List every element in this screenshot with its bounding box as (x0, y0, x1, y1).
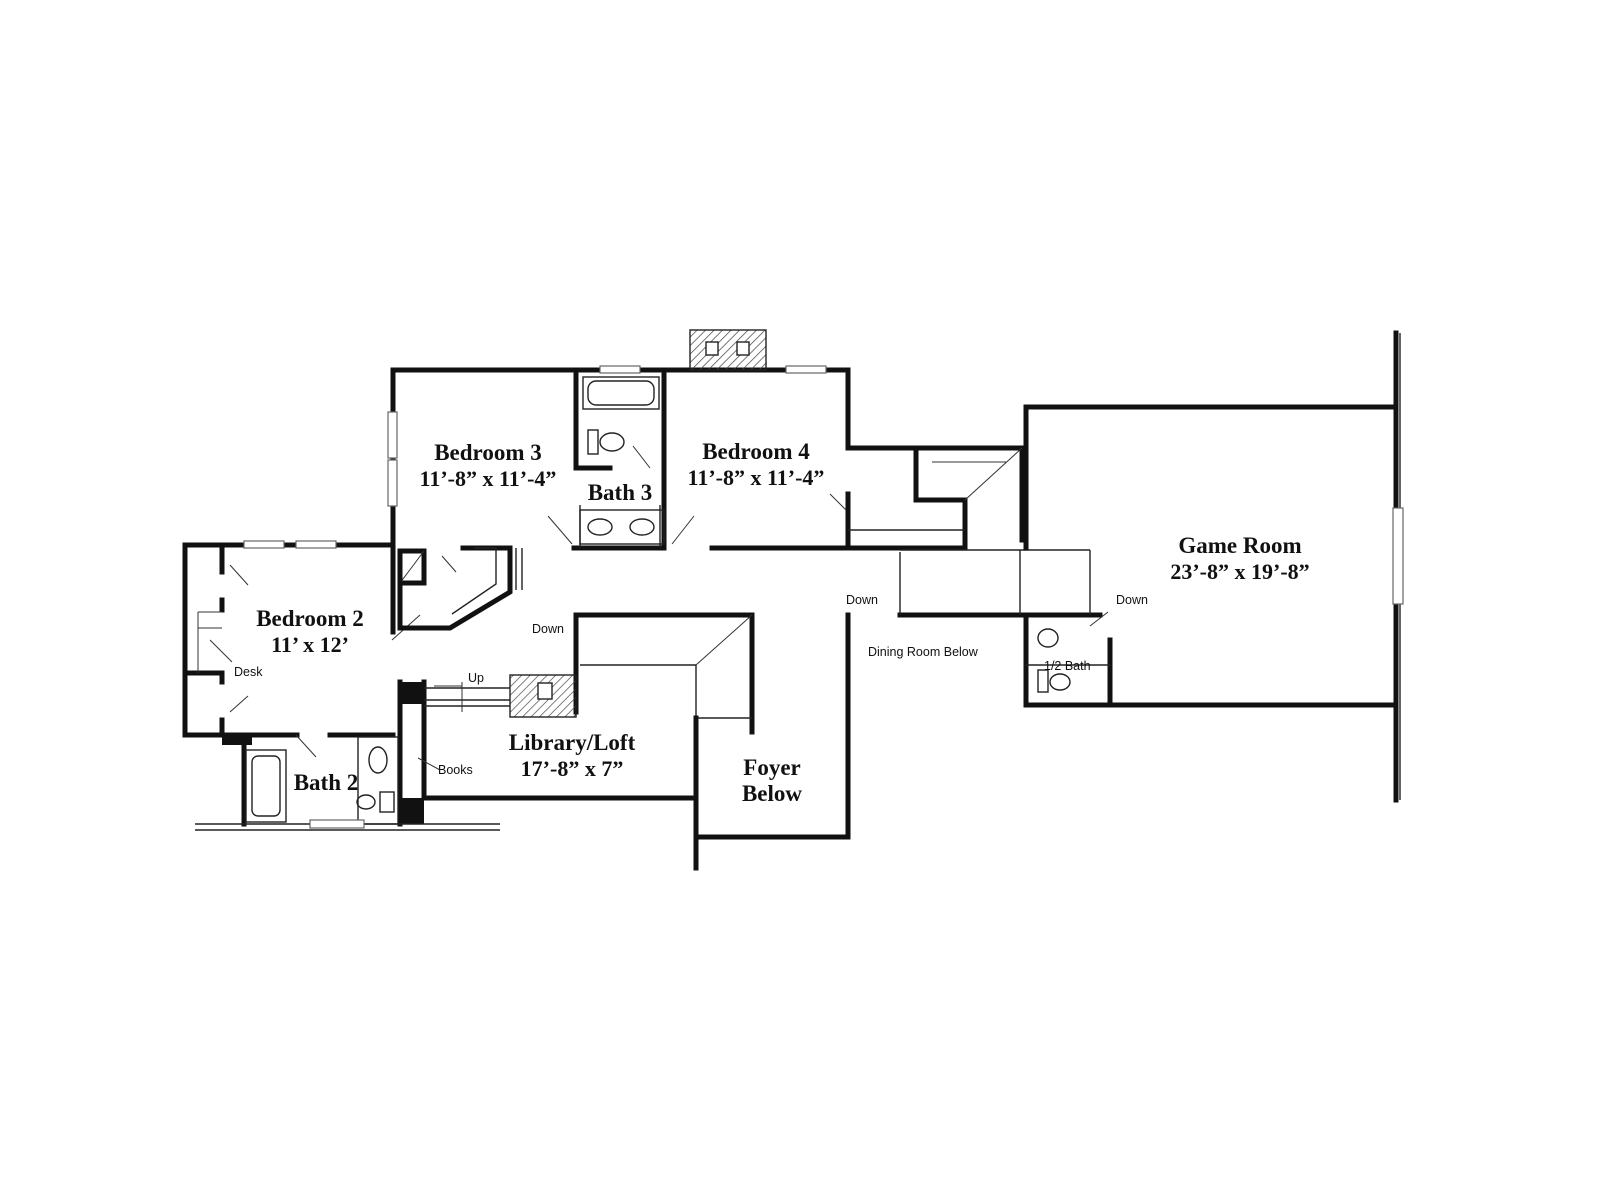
desk-note: Desk (234, 665, 263, 679)
bath-3-name: Bath 3 (588, 480, 653, 505)
bath-2-name: Bath 2 (294, 770, 359, 795)
game-room-dims: 23’-8” x 19’-8” (1170, 559, 1309, 584)
center-stair (573, 612, 755, 735)
game-room-name: Game Room (1178, 533, 1301, 558)
plan-notes: Down Down Down Up Desk Books Dining Room… (234, 593, 1148, 777)
library-loft-name: Library/Loft (509, 730, 636, 755)
bedroom-4-name: Bedroom 4 (702, 439, 810, 464)
down-note-left: Down (532, 622, 564, 636)
half-bath-note: 1/2 Bath (1044, 659, 1091, 673)
hall-closets (397, 545, 523, 631)
books-note: Books (438, 763, 473, 777)
bath-2-block (195, 732, 500, 831)
down-note-right: Down (1116, 593, 1148, 607)
foyer-line-2: Below (742, 781, 802, 806)
room-labels: Bedroom 3 11’-8” x 11’-4” Bedroom 4 11’-… (256, 439, 1309, 806)
down-note-hall: Down (846, 593, 878, 607)
foyer-line-1: Foyer (743, 755, 800, 780)
dining-room-below-note: Dining Room Below (868, 645, 979, 659)
east-stair (845, 445, 1103, 618)
game-room-block (1023, 330, 1404, 803)
upper-bedroom-block (387, 329, 851, 573)
up-note: Up (468, 671, 484, 685)
bedroom-3-dims: 11’-8” x 11’-4” (420, 466, 557, 491)
library-loft-block (397, 612, 851, 871)
bedroom-2-dims: 11’ x 12’ (271, 632, 349, 657)
bedroom-4-dims: 11’-8” x 11’-4” (688, 465, 825, 490)
bedroom-2-name: Bedroom 2 (256, 606, 364, 631)
bedroom-3-name: Bedroom 3 (434, 440, 542, 465)
library-loft-dims: 17’-8” x 7” (521, 756, 624, 781)
